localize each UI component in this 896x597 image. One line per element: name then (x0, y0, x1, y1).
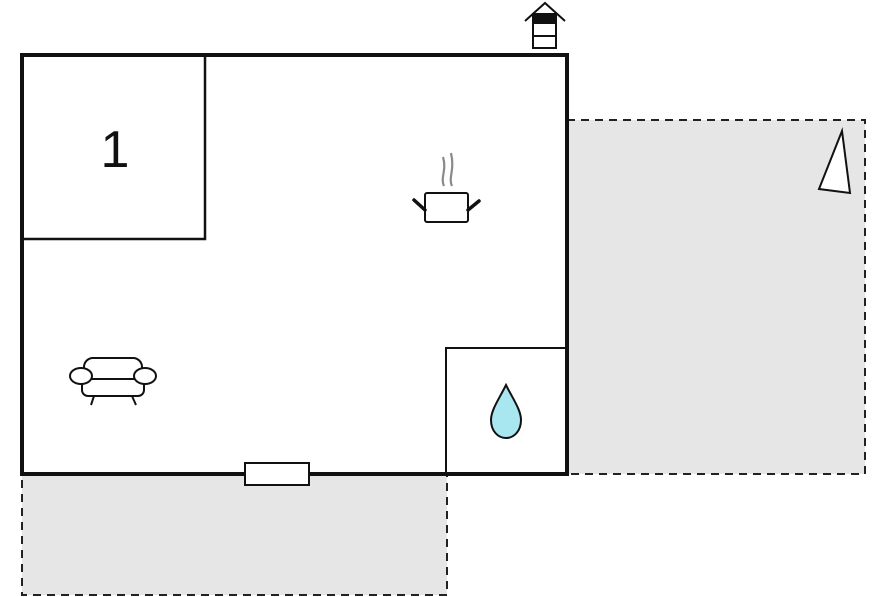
cooking-pot-icon (412, 152, 481, 223)
bedroom-walls (22, 55, 207, 241)
water-drop-icon (489, 382, 523, 440)
sofa-icon (69, 357, 157, 406)
main-room-walls (20, 53, 569, 476)
bottom-terrace (21, 473, 448, 596)
door-icon (244, 462, 310, 486)
bedroom-number-label: 1 (101, 121, 130, 179)
chimney-icon (524, 1, 566, 49)
bathroom-walls (445, 347, 567, 474)
orientation-triangle-icon (817, 127, 852, 195)
right-terrace (566, 119, 866, 475)
